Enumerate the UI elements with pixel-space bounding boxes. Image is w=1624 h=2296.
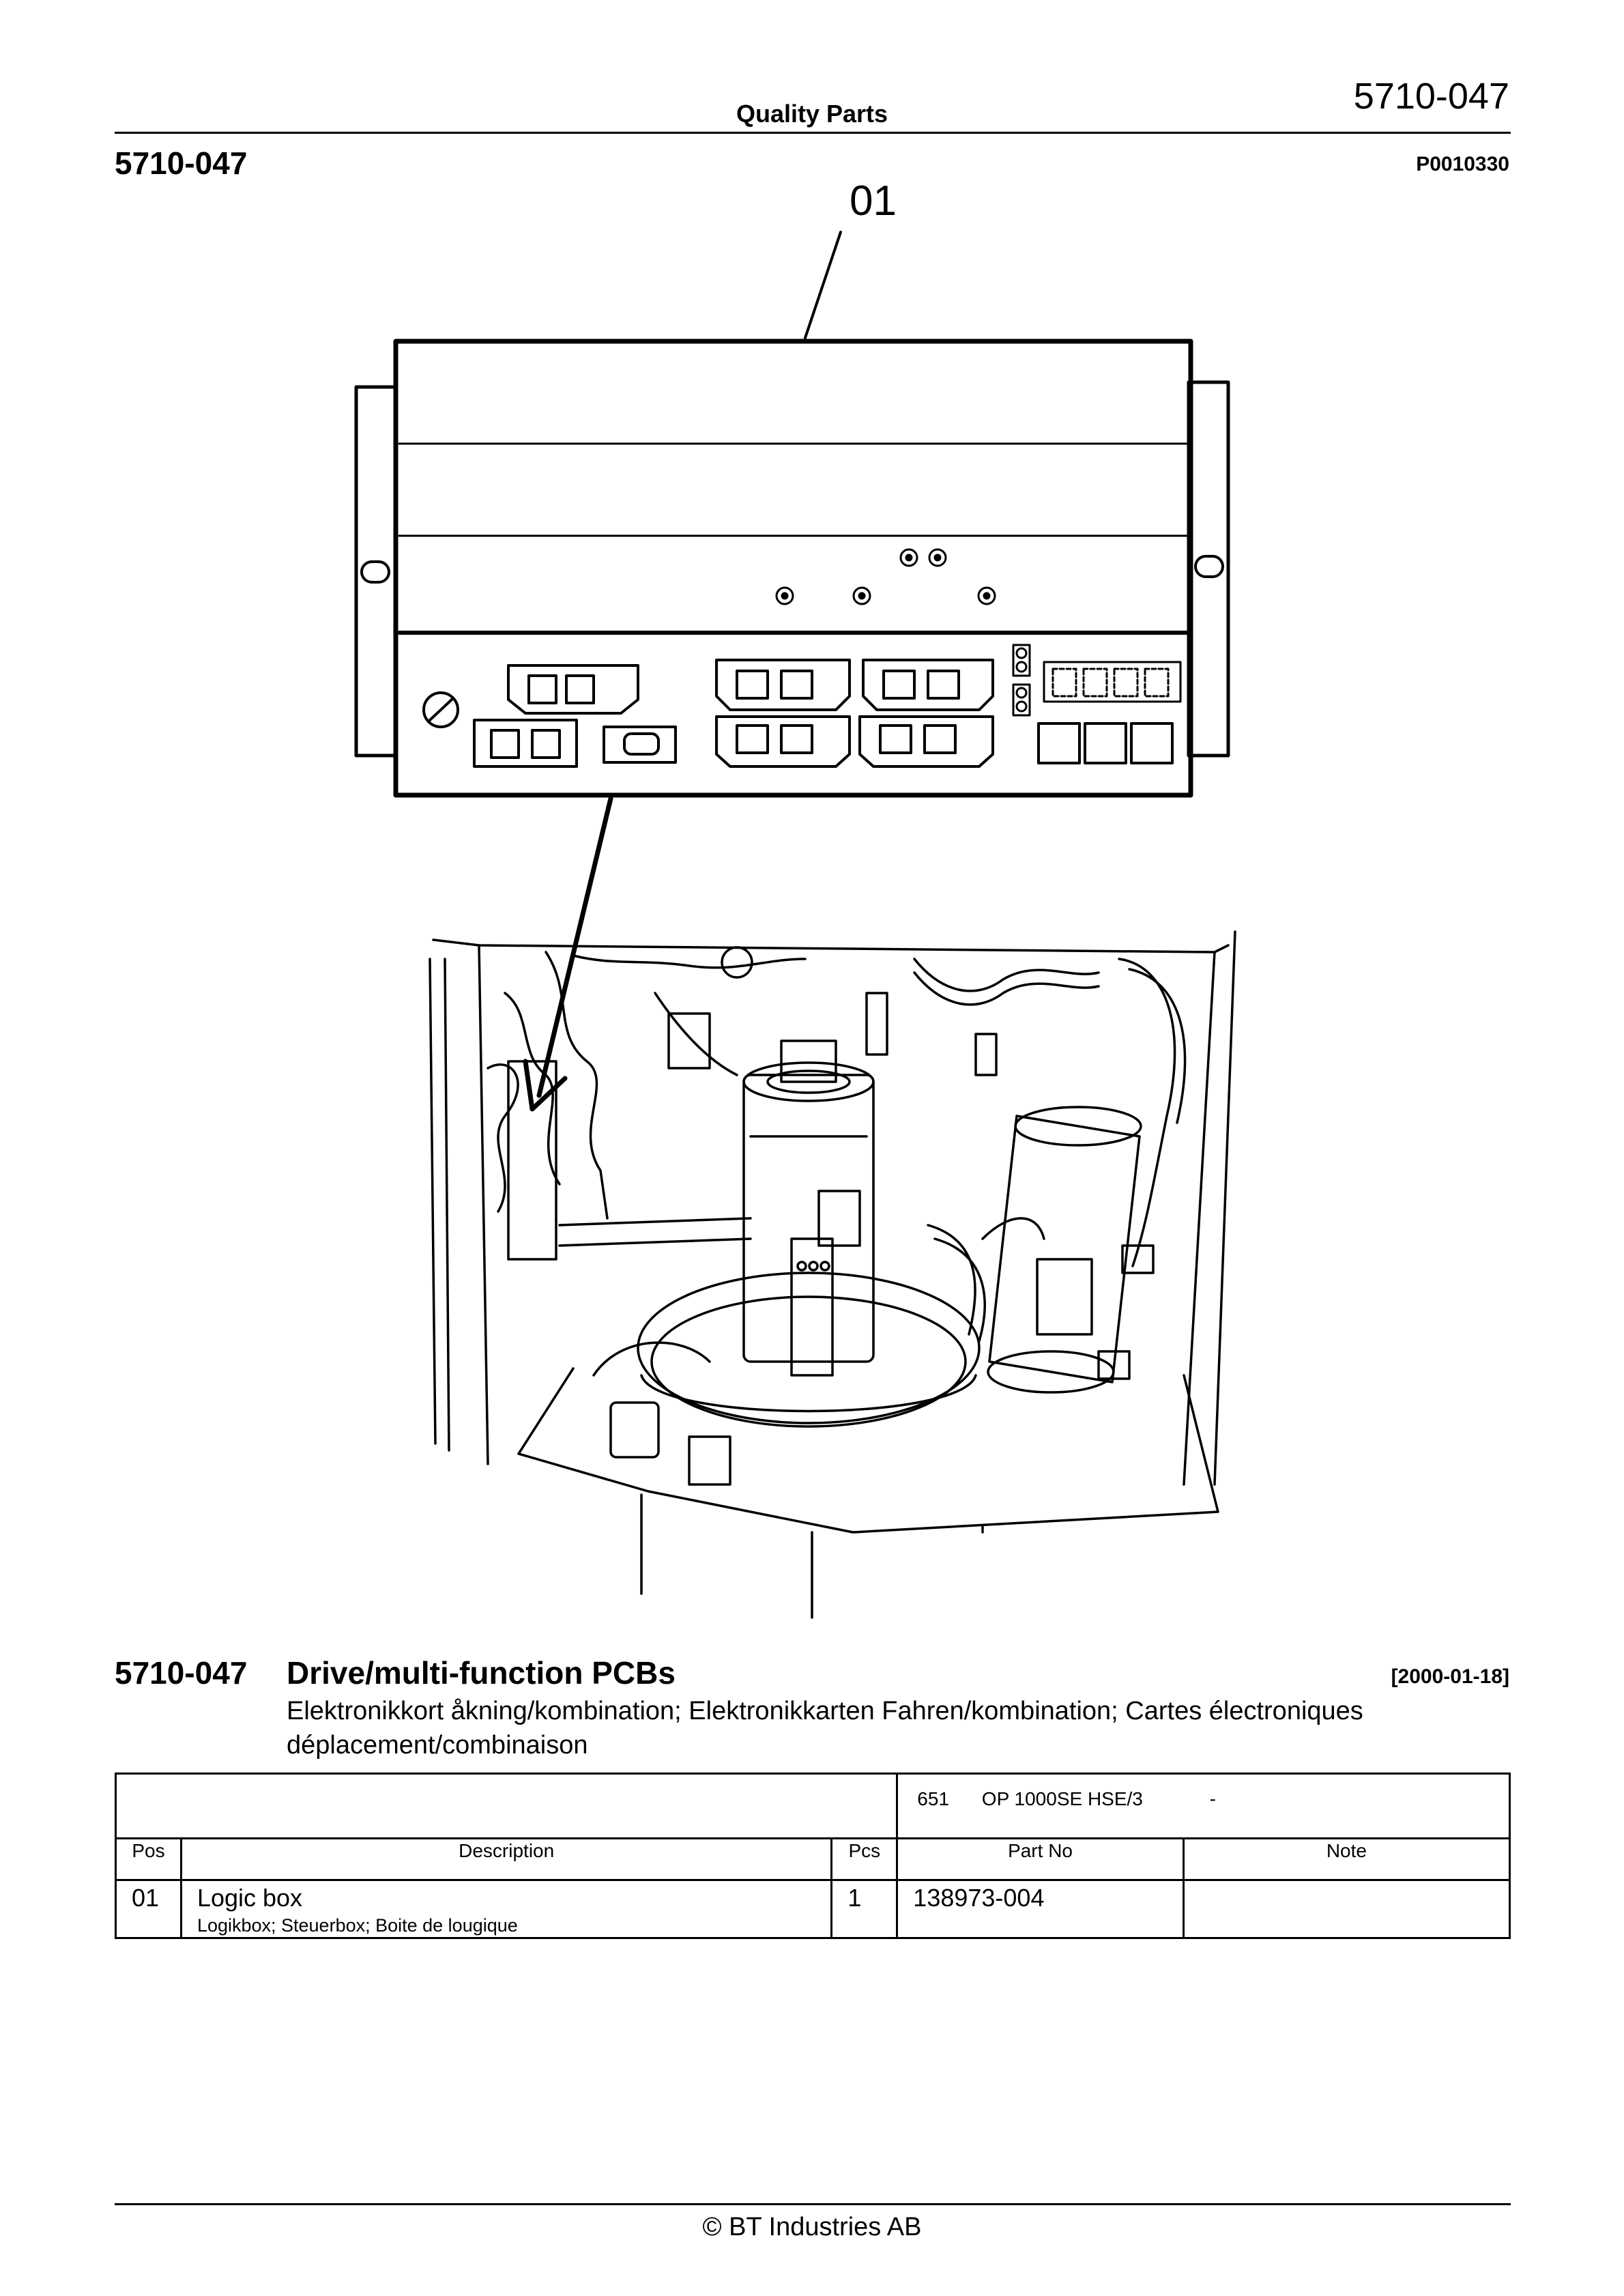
model-range: - <box>1209 1788 1216 1809</box>
row-note <box>1182 1879 1511 1939</box>
callout-leader <box>804 231 842 339</box>
table-row: 01 Logic box Logikbox; Steuerbox; Boite … <box>115 1879 1511 1939</box>
col-header-pos: Pos <box>115 1837 182 1881</box>
col-header-note: Note <box>1182 1837 1511 1881</box>
model-cell: 651 OP 1000SE HSE/3 - <box>896 1773 1511 1839</box>
model-row: 651 OP 1000SE HSE/3 - <box>114 1773 1511 1839</box>
section-subtitle: Elektronikkort åkning/kombination; Elekt… <box>287 1697 1363 1760</box>
col-header-part-no: Part No <box>896 1837 1185 1881</box>
table-header: Pos Description Pcs Part No Note <box>115 1837 1511 1881</box>
row-description: Logic box Logikbox; Steuerbox; Boite de … <box>179 1879 833 1939</box>
footer-copyright: © BT Industries AB <box>702 2213 922 2241</box>
parts-illustration: 01 <box>354 177 1236 1619</box>
truck-compartment-drawing <box>429 930 1236 1619</box>
section-code: 5710-047 <box>115 1655 248 1691</box>
section-date: [2000-01-18] <box>1391 1665 1509 1688</box>
row-description-translations: Logikbox; Steuerbox; Boite de lougique <box>197 1915 518 1936</box>
model-name: OP 1000SE HSE/3 <box>981 1788 1143 1809</box>
footer-rule <box>115 2203 1511 2205</box>
row-pcs: 1 <box>830 1879 899 1939</box>
row-pos: 01 <box>115 1879 182 1939</box>
model-row-empty <box>114 1773 899 1839</box>
row-part-no: 138973-004 <box>896 1879 1185 1939</box>
row-description-main: Logic box <box>197 1884 303 1912</box>
header-doc-number: 5710-047 <box>1353 76 1509 117</box>
header-rule <box>115 132 1511 134</box>
logic-box-drawing <box>354 339 1230 798</box>
doc-number: 5710-047 <box>115 145 248 181</box>
model-number: 651 <box>917 1788 950 1809</box>
section-title: Drive/multi-function PCBs <box>287 1655 676 1691</box>
col-header-pcs: Pcs <box>830 1837 899 1881</box>
header-title: Quality Parts <box>736 100 888 128</box>
figure-id: P0010330 <box>1416 153 1509 175</box>
parts-table: 651 OP 1000SE HSE/3 - Pos Description Pc… <box>114 1773 1511 1939</box>
col-header-description: Description <box>179 1837 833 1881</box>
callout-label: 01 <box>850 177 897 225</box>
